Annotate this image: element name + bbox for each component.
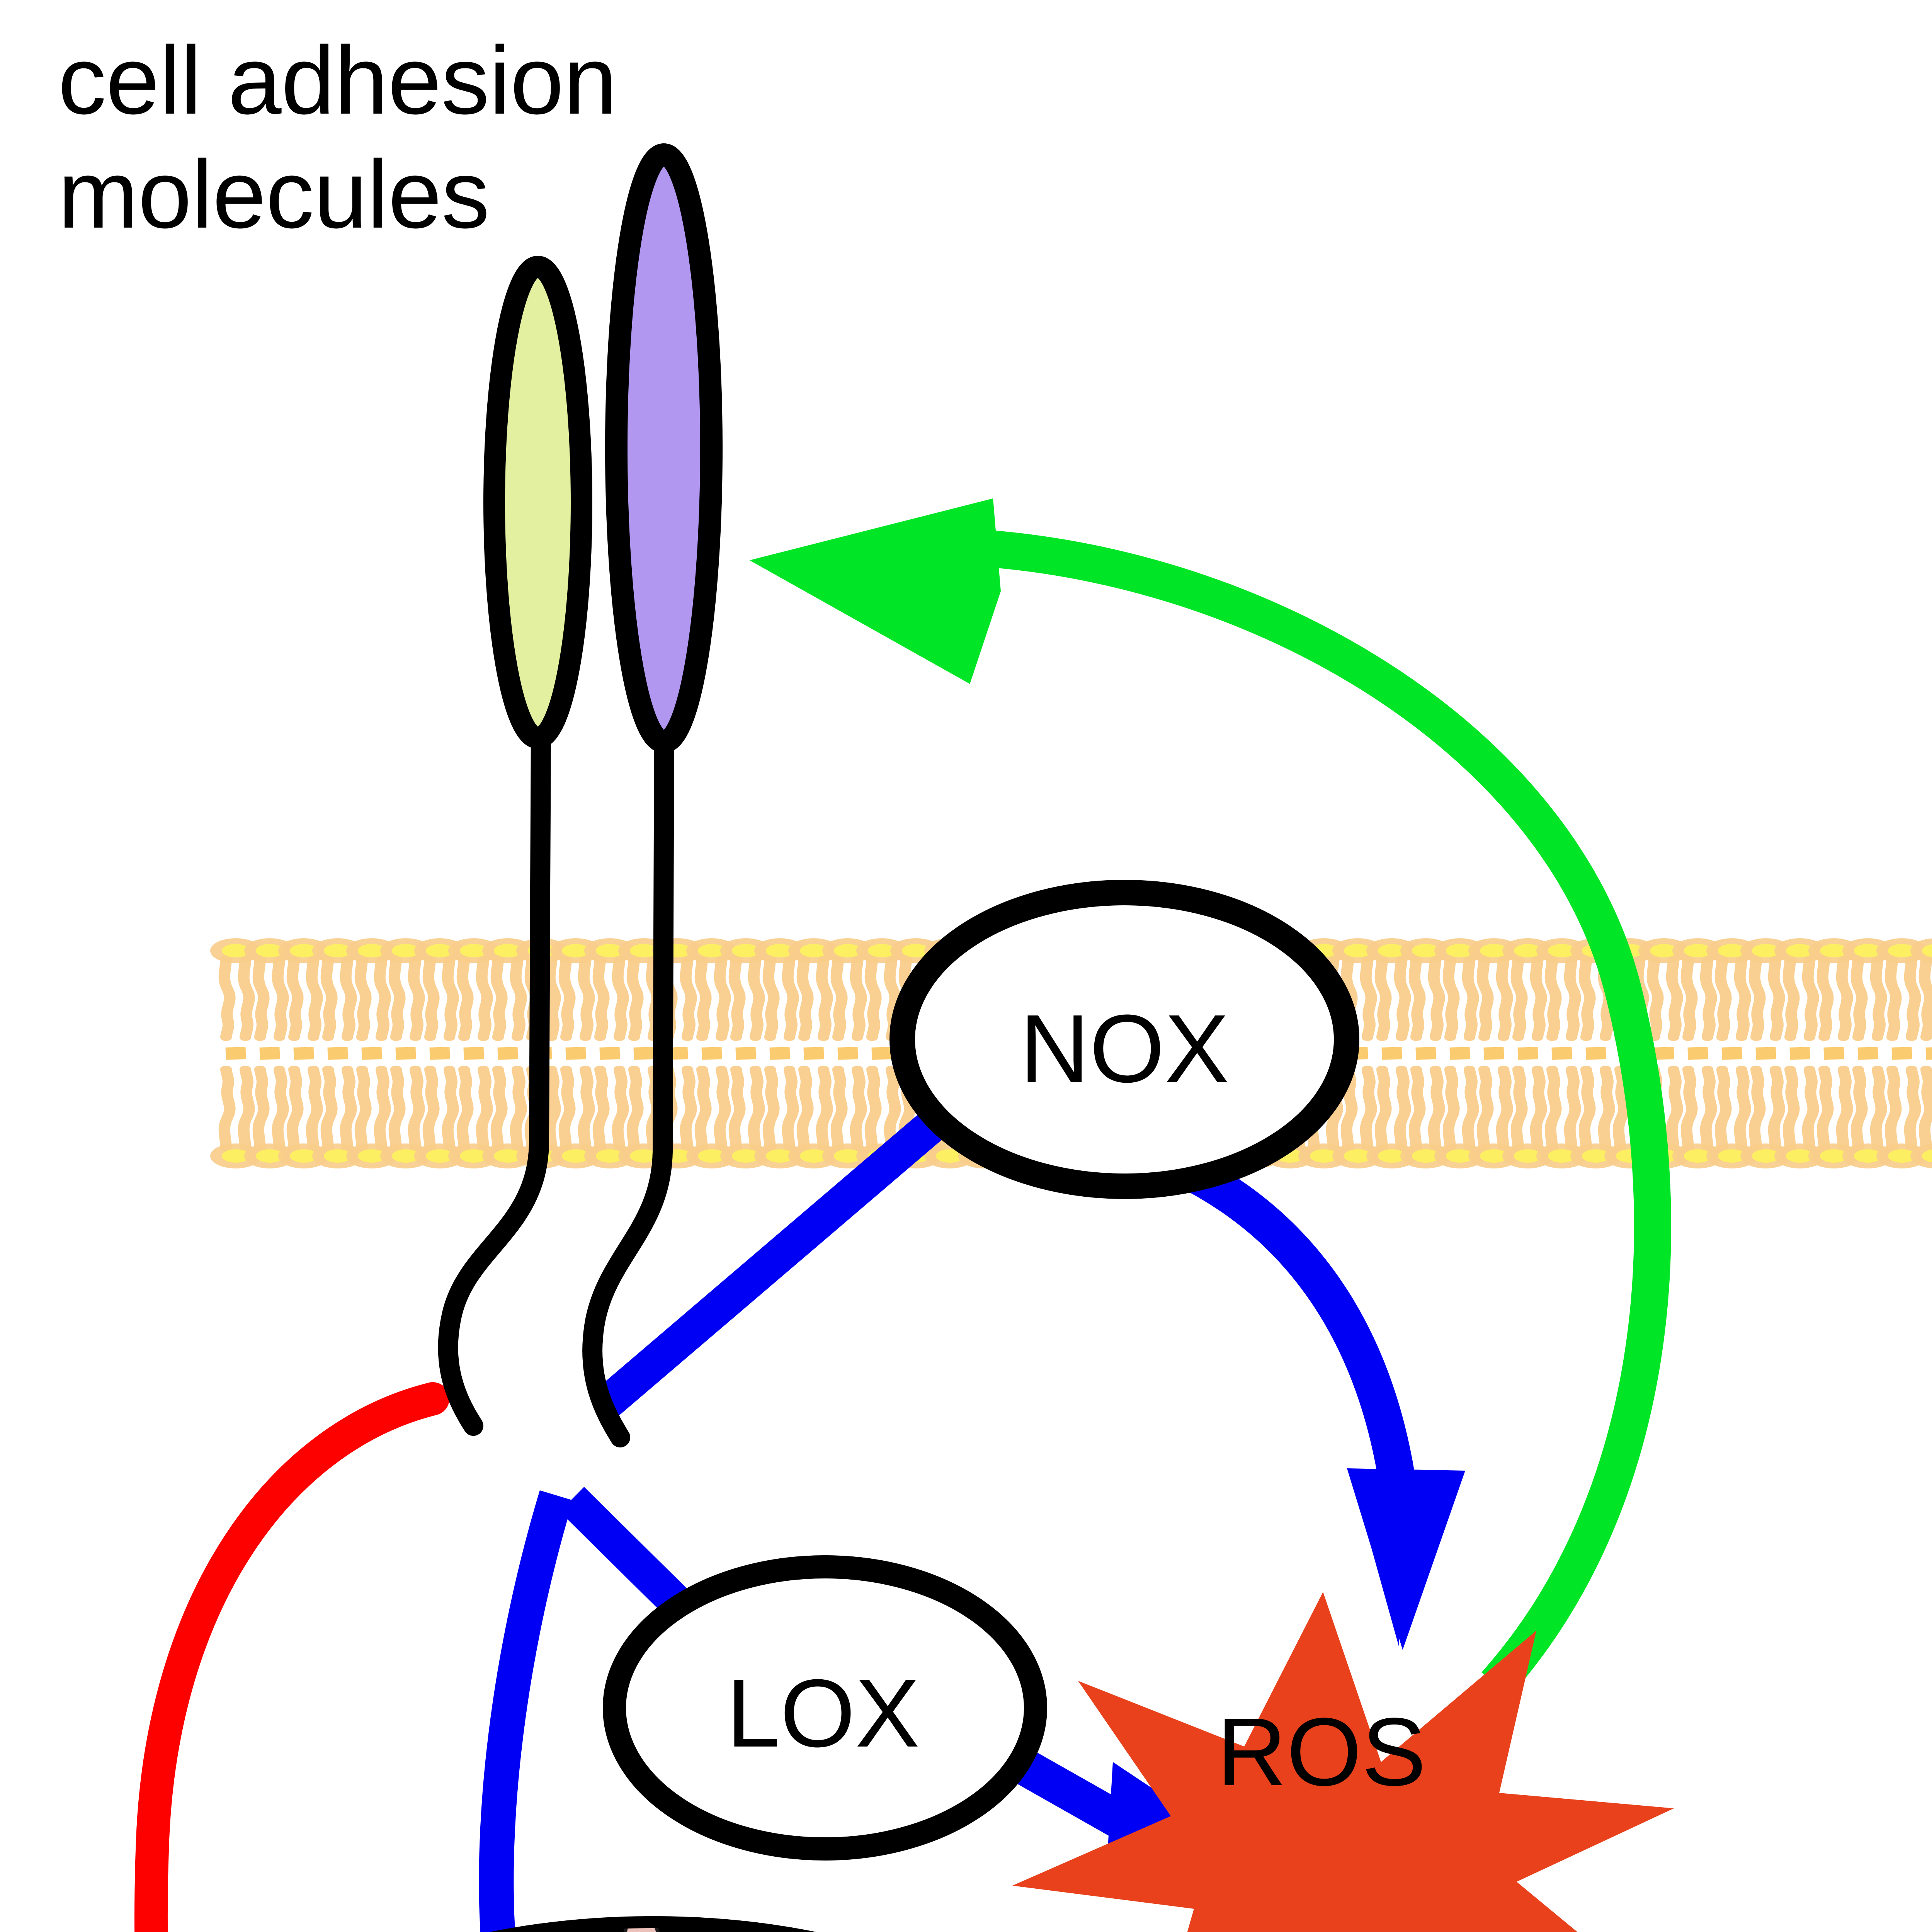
- cell-adhesion-molecules-label: cell adhesion molecules: [58, 26, 617, 248]
- arrow-ros-to-cam: [750, 498, 1671, 1697]
- cell-adhesion-molecules: [438, 143, 723, 1447]
- mitochondria-node: [443, 1916, 851, 1932]
- adhesion-molecule-yellow-stalk: [438, 716, 551, 1436]
- arrow-cam-to-mitochondria: [479, 1490, 573, 1932]
- arrow-cam-inhibits-cell-death: [134, 1382, 449, 1932]
- nox-node: [889, 880, 1359, 1199]
- lox-node: [603, 1555, 1047, 1861]
- ros-starburst: [1012, 1592, 1674, 1932]
- adhesion-molecule-yellow: [483, 256, 592, 749]
- adhesion-molecule-purple: [605, 143, 723, 753]
- nox-label: NOX: [1020, 995, 1229, 1102]
- arrow-cam-to-nox: [591, 1099, 958, 1420]
- arrow-nox-to-ros: [1137, 1134, 1465, 1650]
- ros-label: ROS: [1217, 1698, 1426, 1806]
- lox-label: LOX: [726, 1659, 920, 1767]
- adhesion-molecule-purple-stalk: [582, 593, 675, 1447]
